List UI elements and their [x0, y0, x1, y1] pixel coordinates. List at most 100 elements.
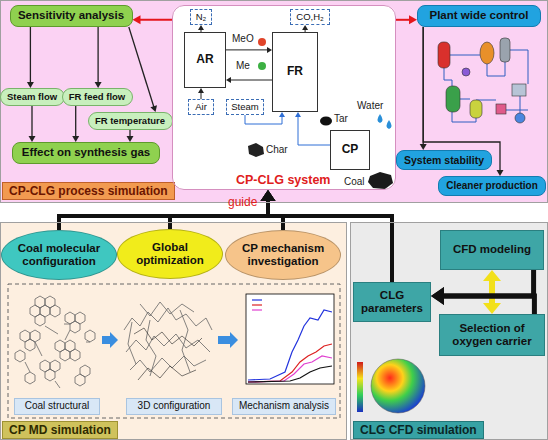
image-frame — [8, 284, 340, 418]
arrow-head — [409, 15, 417, 24]
flow-arrow-art — [218, 332, 238, 348]
connector-line — [245, 115, 282, 124]
system-title: CP-CLG system — [236, 173, 330, 187]
image-frame — [8, 284, 340, 418]
topic-ellipse: CP mechanism investigation — [225, 230, 341, 280]
configuration-art — [134, 328, 202, 380]
node-text: Steam — [231, 102, 258, 113]
process-box: CLG parameters — [353, 282, 431, 322]
flow-arrow-art — [102, 332, 118, 348]
connector — [95, 27, 102, 88]
connector — [302, 25, 308, 32]
image-caption: Mechanism analysis — [232, 398, 336, 415]
connector — [431, 270, 534, 305]
part-label: Char — [266, 144, 288, 156]
coal-lump — [368, 172, 393, 189]
connector — [27, 27, 34, 88]
flowsheet-art — [446, 86, 460, 112]
chart-art — [248, 310, 332, 380]
configuration-art — [124, 302, 212, 376]
system-box: CP-CLG systemN₂CO,H₂ARFRAirSteamCP — [172, 5, 396, 190]
connector — [431, 287, 534, 314]
chart-art — [248, 356, 332, 382]
image-caption: Coal structural — [14, 398, 100, 415]
node-text: FR — [287, 65, 303, 79]
node-text: Coal molecular configuration — [14, 242, 104, 268]
parameter-oval: Steam flow — [0, 88, 65, 106]
connector — [198, 25, 204, 32]
water-drop — [387, 120, 392, 129]
arrow-head — [279, 112, 285, 117]
flowsheet-art — [480, 42, 494, 64]
chart-art — [252, 309, 262, 310]
image-caption: 3D configuration — [126, 398, 222, 415]
process-box: CFD modeling — [440, 230, 544, 270]
panel-ground — [0, 222, 347, 440]
carrier-dot — [258, 62, 266, 70]
carrier-dot — [258, 38, 266, 70]
part-label: Me — [236, 60, 250, 72]
connector — [483, 270, 501, 314]
coal-lump — [368, 172, 393, 189]
stream-box: N₂ — [190, 9, 212, 25]
node-text: Effect on synthesis gas — [22, 146, 150, 159]
node-text: FR feed flow — [69, 92, 125, 103]
connector — [261, 190, 284, 230]
edge-label: guide — [228, 196, 257, 210]
node-text: System stability — [404, 154, 484, 166]
coal-structure-art — [15, 296, 95, 388]
water-drop — [378, 114, 383, 123]
connector — [72, 106, 79, 142]
cfd-sphere-art — [371, 359, 425, 413]
node-text: Sensitivity analysis — [18, 9, 124, 22]
flow-arrow-art — [102, 332, 238, 348]
process-box: Effect on synthesis gas — [12, 142, 160, 164]
panel-heading: CLG CFD simulation — [353, 421, 484, 439]
connector-line — [230, 80, 273, 81]
part-label: Coal — [344, 176, 365, 188]
water-drop — [378, 114, 392, 129]
panel-heading: CP MD simulation — [2, 421, 118, 439]
node-text: N₂ — [196, 12, 207, 23]
node-text: CO,H₂ — [296, 12, 323, 23]
char-lump — [248, 143, 264, 157]
panel-ground — [0, 0, 548, 203]
arrow-head — [261, 190, 276, 201]
flowsheet-art — [438, 38, 526, 123]
panel-region: CLG CFD simulation CFD modelingCLG parame… — [350, 222, 548, 440]
connector-line — [298, 116, 330, 146]
flowsheet-art — [438, 42, 450, 68]
connector-line — [97, 27, 98, 84]
connector — [198, 88, 204, 99]
arrow-head — [295, 112, 301, 117]
flowsheet-art — [462, 68, 470, 76]
part-label: Water — [357, 100, 383, 112]
configuration-art — [128, 310, 190, 376]
node-text: AR — [196, 53, 213, 67]
node-text: FR temperature — [95, 116, 165, 127]
arrow-head — [431, 287, 444, 305]
connector — [396, 15, 417, 24]
coal-structure-art — [25, 324, 90, 388]
connector — [226, 77, 272, 83]
cfd-sphere-art — [357, 362, 363, 412]
connector-line — [138, 19, 172, 21]
flowsheet-art — [496, 104, 506, 114]
connector-line — [75, 106, 76, 138]
chart-art — [248, 366, 332, 382]
flowsheet-art — [500, 38, 510, 62]
reactor-box: AR — [184, 32, 226, 88]
node-text: Steam flow — [7, 92, 57, 103]
node-text: Global optimization — [130, 241, 210, 267]
node-text: Cleaner production — [446, 180, 538, 192]
connector-line — [440, 270, 533, 296]
chart-art — [246, 294, 334, 384]
flowsheet-art — [512, 84, 526, 96]
cfd-sphere-art — [357, 359, 425, 413]
node-text: Coal structural — [25, 400, 89, 412]
arrow-head — [261, 190, 276, 201]
arrow-head — [261, 190, 276, 201]
connector — [133, 15, 173, 24]
